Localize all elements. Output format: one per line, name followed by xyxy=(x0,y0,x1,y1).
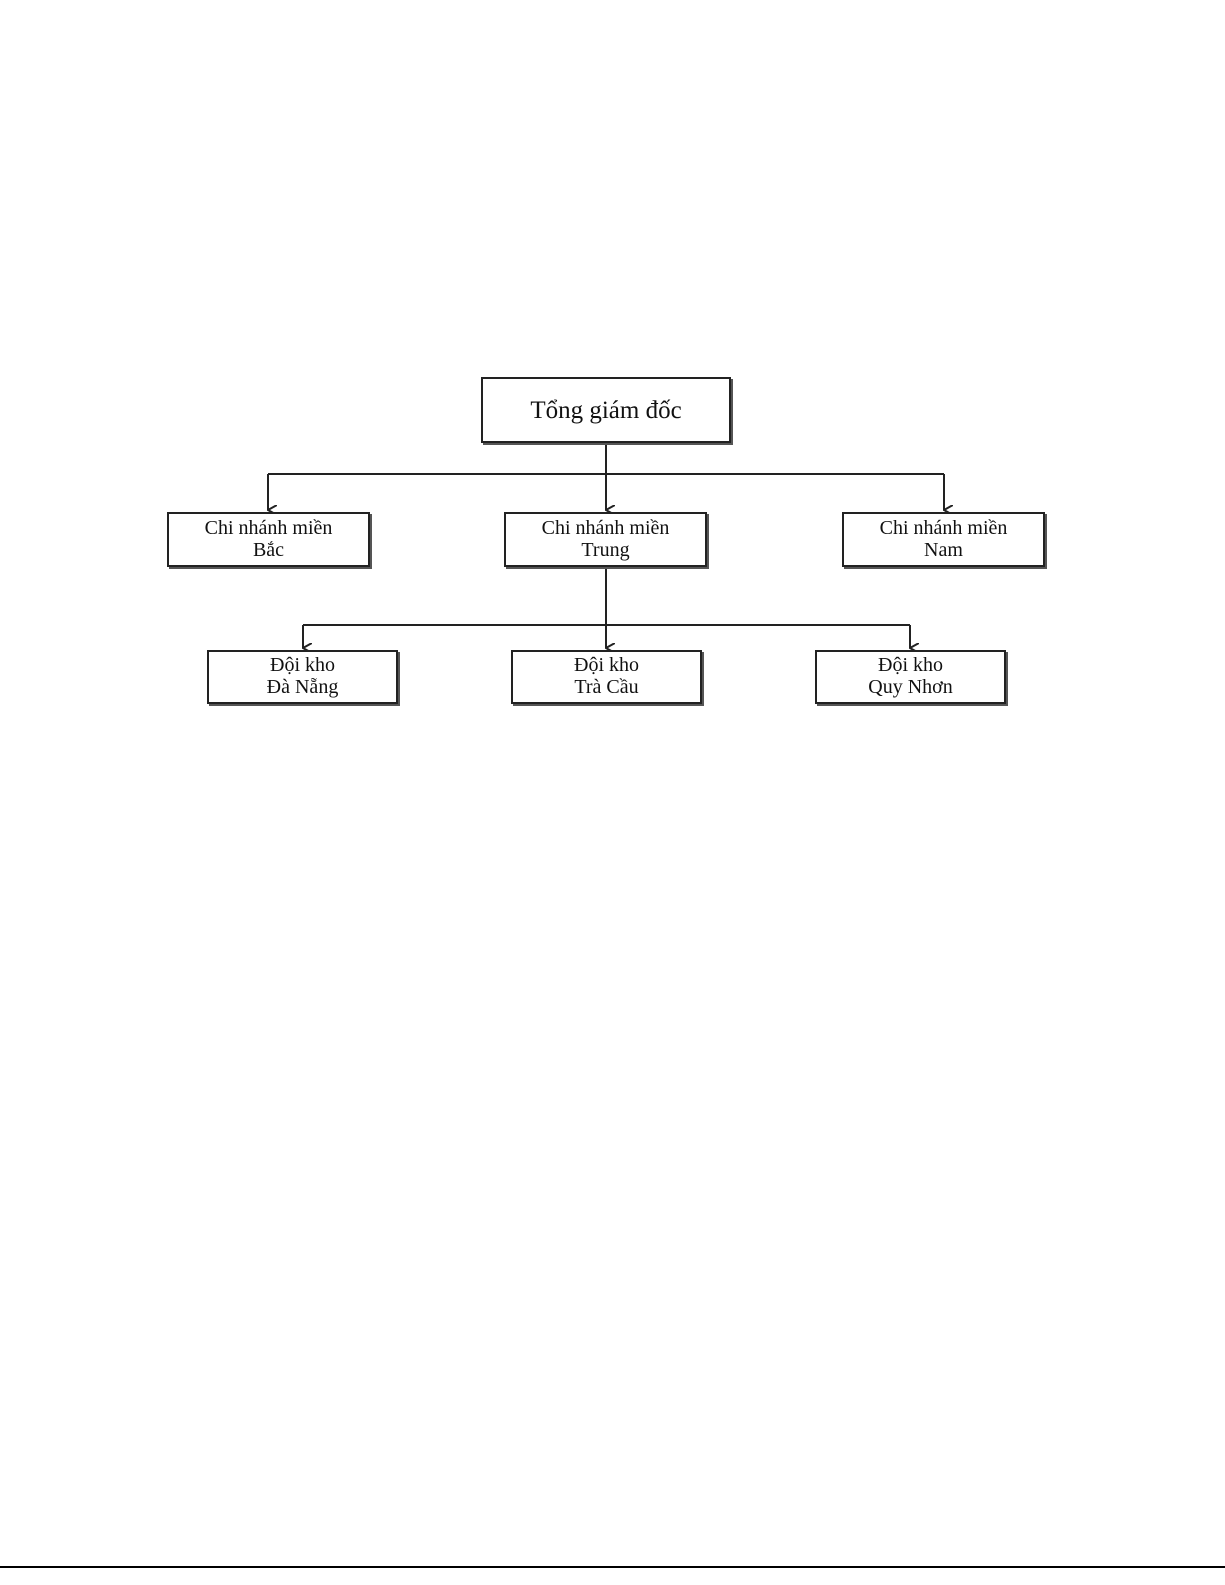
node-label-line2: Trà Cầu xyxy=(574,677,638,699)
node-label: Tổng giám đốc xyxy=(530,397,681,424)
root-to-branch-connectors xyxy=(268,443,944,510)
node-label-line1: Đội kho xyxy=(878,655,943,677)
node-label-line2: Bắc xyxy=(253,540,284,562)
page-bottom-rule xyxy=(0,1566,1225,1568)
node-label-line1: Chi nhánh miền xyxy=(205,518,333,540)
branch-to-team-connectors xyxy=(303,567,910,648)
node-doi-kho-da-nang: Đội kho Đà Nẵng xyxy=(207,650,398,704)
node-label-line1: Chi nhánh miền xyxy=(880,518,1008,540)
node-tong-giam-doc: Tổng giám đốc xyxy=(481,377,731,443)
node-label-line2: Nam xyxy=(924,540,963,562)
node-label-line2: Quy Nhơn xyxy=(868,677,952,699)
node-label-line1: Đội kho xyxy=(270,655,335,677)
node-chi-nhanh-mien-bac: Chi nhánh miền Bắc xyxy=(167,512,370,567)
node-chi-nhanh-mien-trung: Chi nhánh miền Trung xyxy=(504,512,707,567)
node-chi-nhanh-mien-nam: Chi nhánh miền Nam xyxy=(842,512,1045,567)
node-doi-kho-tra-cau: Đội kho Trà Cầu xyxy=(511,650,702,704)
node-label-line2: Đà Nẵng xyxy=(267,677,339,699)
node-label-line1: Đội kho xyxy=(574,655,639,677)
node-doi-kho-quy-nhon: Đội kho Quy Nhơn xyxy=(815,650,1006,704)
node-label-line1: Chi nhánh miền xyxy=(542,518,670,540)
node-label-line2: Trung xyxy=(581,540,629,562)
